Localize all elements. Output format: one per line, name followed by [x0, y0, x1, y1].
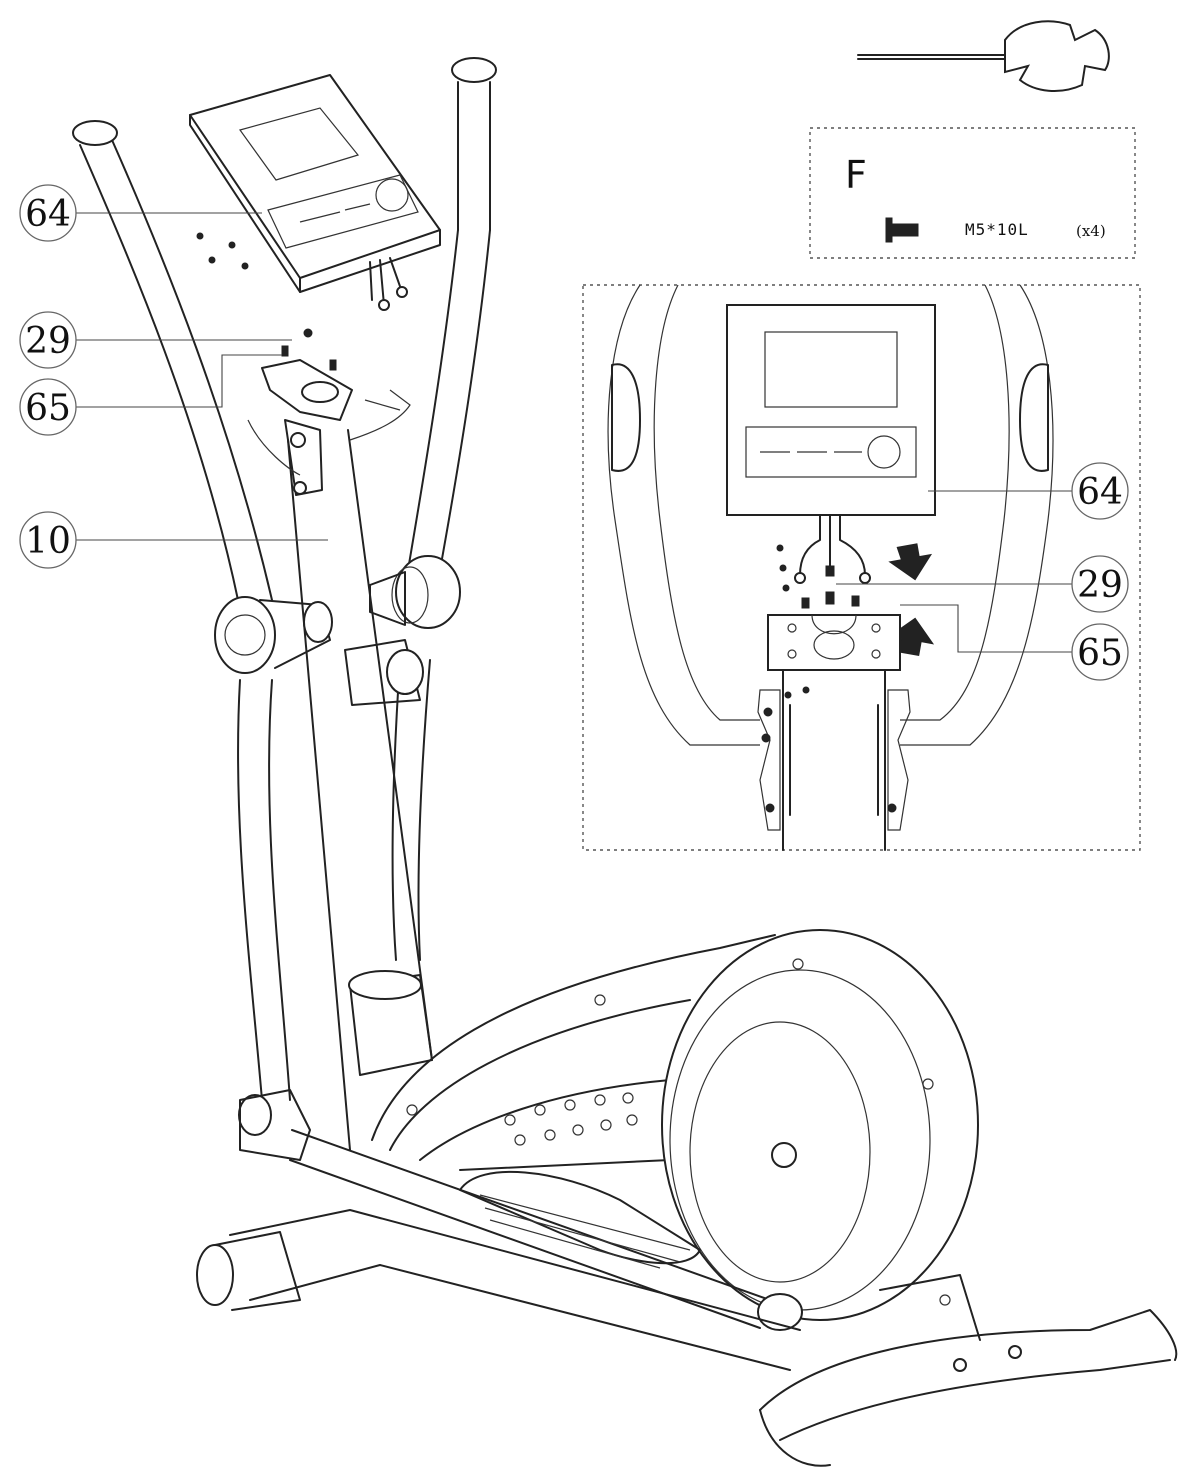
console-unit [189, 74, 441, 371]
callout-64: 64 [19, 184, 262, 242]
hardware-spec: M5*10L [965, 220, 1029, 239]
allen-wrench-icon [857, 20, 1110, 92]
mast-bracket [247, 359, 411, 496]
detail-inset [582, 284, 1141, 851]
svg-text:29: 29 [1077, 565, 1123, 606]
right-handlebar [391, 57, 497, 961]
svg-text:29: 29 [25, 321, 71, 362]
callout-65: 65 [19, 354, 282, 436]
inset-callout-65: 65 [900, 604, 1129, 681]
base-frame [196, 1209, 1178, 1467]
pedal-assembly [289, 1129, 803, 1331]
flywheel-cover [661, 929, 979, 1321]
left-pivot-hub [214, 596, 333, 674]
svg-text:64: 64 [1077, 472, 1123, 513]
inset-callout-29: 29 [836, 555, 1129, 613]
rear-pivot [238, 1089, 311, 1161]
svg-text:65: 65 [25, 388, 71, 429]
right-pivot-hub [344, 555, 461, 706]
svg-text:65: 65 [1077, 633, 1123, 674]
drive-housing [371, 934, 776, 1171]
elliptical-machine [72, 57, 1178, 1467]
screw-icon [885, 217, 919, 243]
hardware-letter: F [845, 153, 867, 197]
svg-text:64: 64 [25, 194, 71, 235]
callout-10: 10 [19, 511, 328, 569]
hardware-box: F M5*10L (x4) [809, 127, 1136, 259]
hardware-quantity: (x4) [1076, 222, 1106, 240]
left-handlebar [72, 120, 291, 1101]
inset-callout-64: 64 [928, 462, 1129, 520]
callout-29: 29 [19, 311, 292, 369]
arrow-down-icon [888, 543, 933, 581]
console-mast [287, 429, 433, 1151]
svg-text:10: 10 [25, 521, 71, 562]
